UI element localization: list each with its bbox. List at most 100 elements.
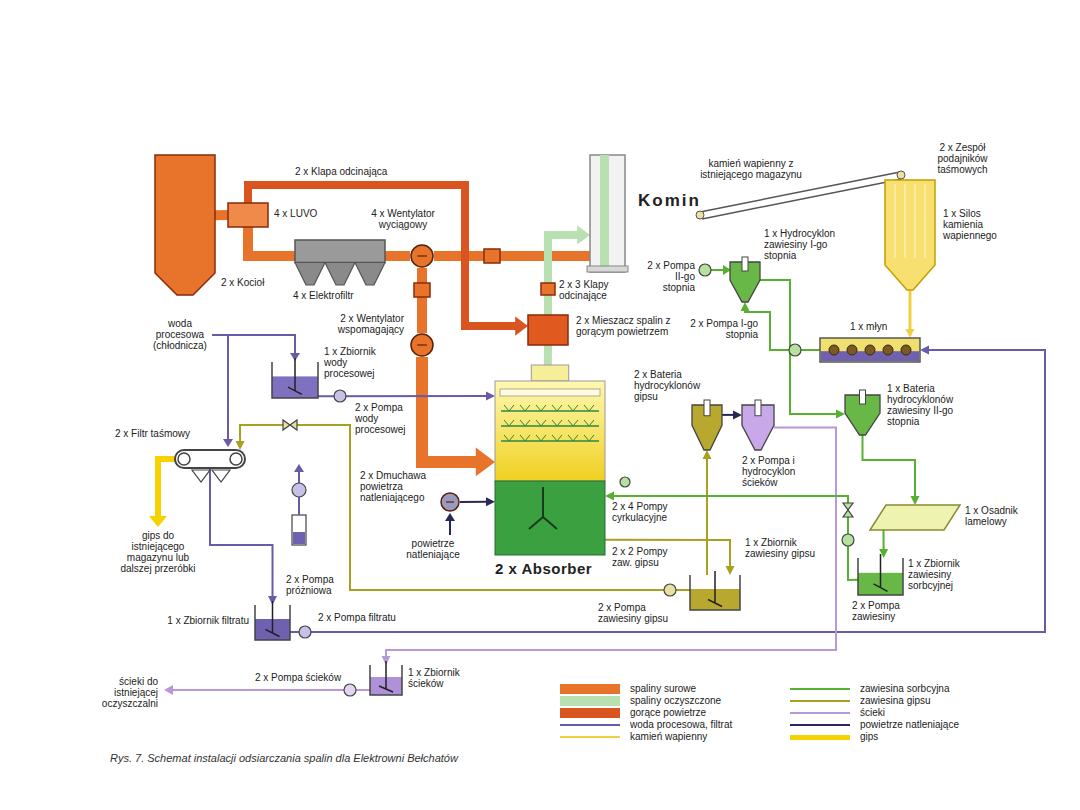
equipment-box bbox=[528, 315, 568, 345]
filter-funnel bbox=[212, 470, 230, 482]
equipment-label: 1 x Zbiornik ścieków bbox=[408, 667, 470, 689]
node-shape bbox=[858, 558, 903, 595]
agitator bbox=[529, 487, 557, 529]
valve-symbol bbox=[843, 503, 853, 517]
fan-symbol bbox=[441, 493, 459, 511]
equipment-label: 4 x Elektrofiltr bbox=[293, 290, 388, 301]
pipe-connector bbox=[215, 215, 228, 216]
pump-symbol bbox=[334, 390, 346, 402]
equipment-label: 2 x 3 Klapy odcinające bbox=[559, 279, 639, 301]
equipment-label: 2 x Bateria hydrocyklonów gipsu bbox=[634, 369, 724, 402]
annotation-label: 2 x Pompa próżniowa bbox=[286, 574, 344, 596]
node-shape bbox=[255, 605, 290, 640]
spray-level bbox=[501, 425, 599, 427]
spray-nozzle bbox=[568, 405, 578, 411]
grinding-ball bbox=[883, 345, 893, 355]
pump-symbol bbox=[344, 684, 356, 696]
annotation-label: gips do istniejącego magazynu lub dalsze… bbox=[118, 530, 198, 574]
slurry-pipe bbox=[711, 269, 724, 271]
agitator bbox=[708, 571, 722, 607]
belt-conveyor bbox=[700, 172, 902, 219]
absorber-sump bbox=[495, 481, 605, 555]
silo-rib bbox=[905, 184, 906, 258]
equipment-box bbox=[541, 283, 555, 295]
equipment-label: 1 x Bateria hydrocyklonów zawiesiny II-g… bbox=[887, 383, 972, 427]
tank-wall bbox=[255, 605, 290, 640]
equipment-node: 1 x Zbiornik ścieków bbox=[370, 665, 402, 695]
equipment-label: 1 x Silos kamienia wapiennego bbox=[943, 208, 1015, 241]
grinding-ball bbox=[829, 345, 839, 355]
node-shape bbox=[228, 203, 268, 227]
pipe-connector bbox=[290, 346, 1045, 633]
precipitator-hopper bbox=[355, 263, 385, 286]
equipment-node: 1 x Zbiornik zawiesiny sorbcyjnej bbox=[858, 558, 903, 595]
equipment-node: 4 x Wentylator wyciągowy bbox=[410, 244, 434, 268]
spray-nozzle bbox=[568, 420, 578, 426]
filter-belt bbox=[175, 450, 245, 468]
node-shape bbox=[885, 180, 935, 290]
equipment-label: 1 x Zbiornik zawiesiny sorbcyjnej bbox=[908, 558, 988, 591]
vacuum-receiver bbox=[292, 515, 306, 545]
legend-swatch bbox=[790, 700, 850, 702]
node-shape bbox=[870, 505, 960, 530]
equipment-label: 2 x Absorber bbox=[495, 560, 607, 577]
node-shape bbox=[410, 333, 434, 357]
pipe-connector bbox=[906, 290, 915, 338]
node-shape bbox=[692, 405, 722, 450]
equipment-node: 2 x Wentylator wspomagający bbox=[410, 333, 434, 357]
pipe-connector bbox=[248, 227, 295, 256]
pipe-line bbox=[548, 235, 580, 315]
agitator bbox=[288, 358, 302, 394]
equipment-node: 2 x Kocioł bbox=[155, 155, 215, 295]
fan-blade bbox=[417, 255, 427, 256]
equipment-label: 2 x Mieszacz spalin z gorącym powietrzem bbox=[576, 315, 701, 337]
agitator bbox=[379, 661, 393, 692]
cyclone-body bbox=[730, 262, 760, 302]
pipe-connector bbox=[248, 185, 528, 336]
arrow-head bbox=[906, 329, 915, 338]
belt-roller bbox=[178, 453, 190, 465]
legend-swatch bbox=[560, 696, 620, 706]
annotation-label: ścieki do istniejącej oczyszczalni bbox=[80, 676, 158, 709]
pump-symbol bbox=[664, 584, 676, 596]
tank-liquid bbox=[690, 589, 740, 610]
arrow-head bbox=[836, 410, 845, 419]
equipment-node: 1 x Zbiornik filtratu bbox=[255, 605, 290, 640]
pipe-line bbox=[605, 540, 730, 568]
silo-rib bbox=[915, 184, 916, 258]
equipment-node: Komin bbox=[590, 155, 625, 272]
node-shape bbox=[541, 283, 555, 295]
arrow-head bbox=[149, 516, 167, 527]
annotation-label: powietrze natleniające bbox=[398, 538, 468, 560]
spray-nozzle bbox=[584, 405, 594, 411]
pipe-line bbox=[544, 345, 552, 365]
gypsum-flow bbox=[158, 459, 175, 518]
annotation-label: 2 x Pompa zawiesiny bbox=[852, 600, 932, 622]
water-pipe bbox=[212, 335, 295, 354]
equipment-node: 2 x Absorber bbox=[495, 365, 605, 555]
chimney-flue bbox=[600, 155, 609, 266]
arrow-head bbox=[476, 448, 495, 477]
pipe-line bbox=[248, 185, 518, 326]
annotation-label: 2 x Pompa ścieków bbox=[255, 672, 345, 683]
spray-nozzle bbox=[552, 405, 562, 411]
pipe-line bbox=[460, 501, 488, 503]
agitator bbox=[874, 554, 888, 591]
equipment-label: 2 x Pompa i hydrocyklon ścieków bbox=[742, 455, 830, 488]
pipe-connector bbox=[236, 425, 690, 590]
pipe-line bbox=[417, 268, 427, 333]
pipe-connector bbox=[434, 255, 590, 256]
node-shape bbox=[155, 155, 215, 295]
equipment-label: 4 x LUVO bbox=[274, 208, 334, 219]
pump-symbol bbox=[842, 534, 854, 546]
silo-body bbox=[885, 180, 935, 290]
pipe-line bbox=[745, 309, 820, 350]
spray-level bbox=[501, 410, 599, 412]
silo-rib bbox=[925, 184, 926, 258]
pipe-connector bbox=[547, 345, 548, 365]
pipe-connector bbox=[422, 357, 495, 476]
mill-drum bbox=[820, 338, 920, 362]
equipment-node: 1 x Zbiornik zawiesiny gipsu bbox=[690, 575, 740, 610]
equipment-node: 1 x Zbiornik wody procesowej bbox=[272, 362, 318, 398]
grinding-ball bbox=[847, 345, 857, 355]
